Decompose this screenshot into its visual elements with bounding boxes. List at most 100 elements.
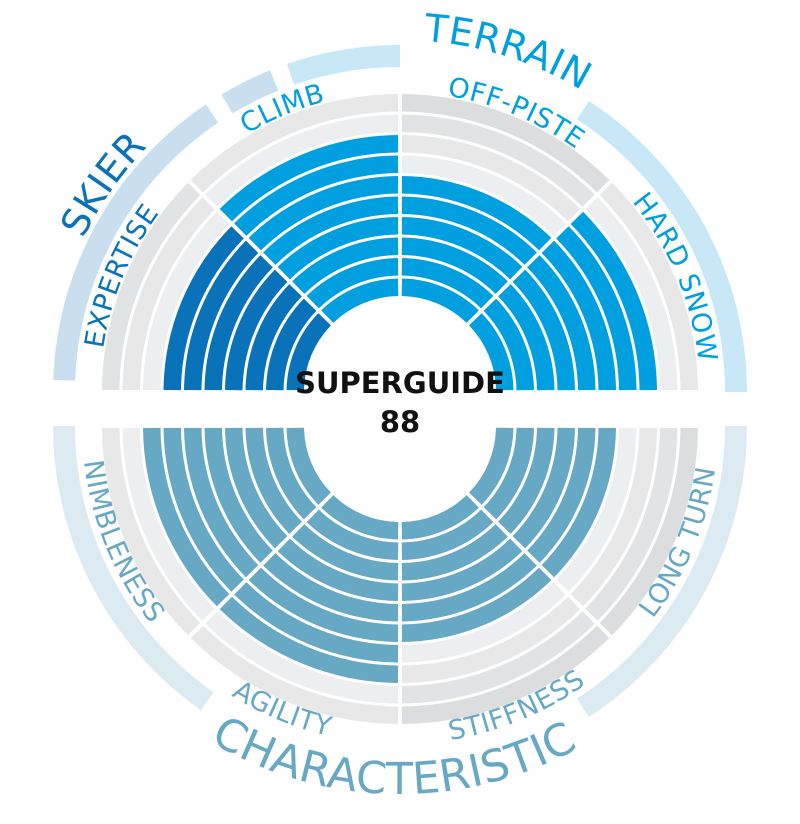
segment-stiffness [401, 495, 610, 724]
segments [102, 94, 698, 724]
band-filled [263, 553, 399, 622]
center-title-line1: SUPERGUIDE [295, 366, 505, 400]
band-empty [570, 427, 657, 607]
band-filled [401, 524, 508, 581]
band-filled [219, 596, 399, 683]
band-filled [234, 582, 399, 663]
group-arc-characteristic-l [53, 426, 214, 711]
band-filled [266, 427, 317, 520]
band-filled [401, 495, 479, 540]
band-filled [512, 269, 575, 391]
band-filled [286, 427, 331, 505]
band-empty [401, 611, 595, 704]
band-filled [245, 284, 302, 391]
band-empty [102, 182, 201, 391]
band-filled [184, 427, 259, 578]
segment-expertise [102, 182, 331, 391]
segment-agility [190, 495, 399, 724]
band-filled [401, 258, 494, 309]
group-label-terrain: TERRAIN [422, 6, 599, 99]
band-empty [143, 211, 230, 391]
segment-long-turn [469, 427, 698, 636]
band-empty [401, 94, 610, 193]
segment-off-piste [401, 94, 610, 323]
band-filled [541, 427, 616, 578]
band-filled [541, 240, 616, 391]
band-filled [401, 196, 537, 265]
band-filled [292, 237, 399, 294]
band-filled [163, 226, 244, 391]
group-arc-skier-cap [221, 70, 279, 114]
band-empty [205, 611, 399, 704]
band-filled [204, 427, 273, 563]
band-filled [512, 427, 575, 549]
band-filled [401, 217, 523, 280]
band-filled [204, 255, 273, 391]
band-empty [556, 427, 637, 592]
band-filled [184, 240, 259, 391]
band-filled [401, 237, 508, 294]
band-filled [498, 427, 555, 534]
group-arc-terrain [287, 45, 400, 85]
band-filled [286, 313, 331, 391]
band-filled [306, 258, 399, 309]
group-arcs [53, 45, 747, 718]
band-filled [483, 427, 534, 520]
band-filled [401, 509, 494, 560]
band-filled [556, 226, 637, 391]
band-empty [102, 427, 201, 636]
band-filled [321, 278, 399, 323]
band-empty [401, 135, 581, 222]
band-empty [401, 155, 566, 236]
band-empty [190, 625, 399, 724]
band-filled [245, 427, 302, 534]
band-filled [483, 298, 534, 391]
band-filled [263, 196, 399, 265]
band-filled [225, 427, 288, 549]
band-filled [401, 278, 479, 323]
band-empty [599, 427, 698, 636]
band-empty [401, 625, 610, 724]
band-filled [234, 155, 399, 236]
group-arc-terrain-r [577, 100, 747, 392]
band-filled [225, 269, 288, 391]
band-filled [570, 211, 657, 391]
band-filled [306, 509, 399, 560]
band-filled [469, 313, 514, 391]
band-filled [401, 567, 552, 642]
band-empty [401, 582, 566, 663]
band-filled [469, 427, 514, 505]
band-filled [277, 538, 399, 601]
band-filled [321, 495, 399, 540]
band-filled [219, 135, 399, 222]
band-filled [401, 553, 537, 622]
band-empty [599, 182, 698, 391]
group-arc-skier [53, 104, 219, 381]
band-filled [527, 427, 596, 563]
band-filled [527, 255, 596, 391]
band-empty [585, 427, 678, 621]
band-filled [401, 176, 552, 251]
band-filled [401, 538, 523, 601]
segment-climb [190, 94, 399, 323]
band-filled [292, 524, 399, 581]
group-arc-characteristic [577, 426, 747, 718]
band-filled [248, 567, 399, 642]
band-filled [163, 427, 244, 592]
center-title-line2: 88 [380, 405, 420, 439]
band-empty [122, 197, 215, 391]
segment-hard-snow [469, 182, 698, 391]
band-filled [266, 298, 317, 391]
band-empty [205, 114, 399, 207]
band-empty [190, 94, 399, 193]
band-empty [401, 596, 581, 683]
band-empty [585, 197, 678, 391]
band-filled [143, 427, 230, 607]
band-empty [122, 427, 215, 621]
band-empty [401, 114, 595, 207]
segment-nimbleness [102, 427, 331, 636]
band-filled [248, 176, 399, 251]
band-filled [498, 284, 555, 391]
